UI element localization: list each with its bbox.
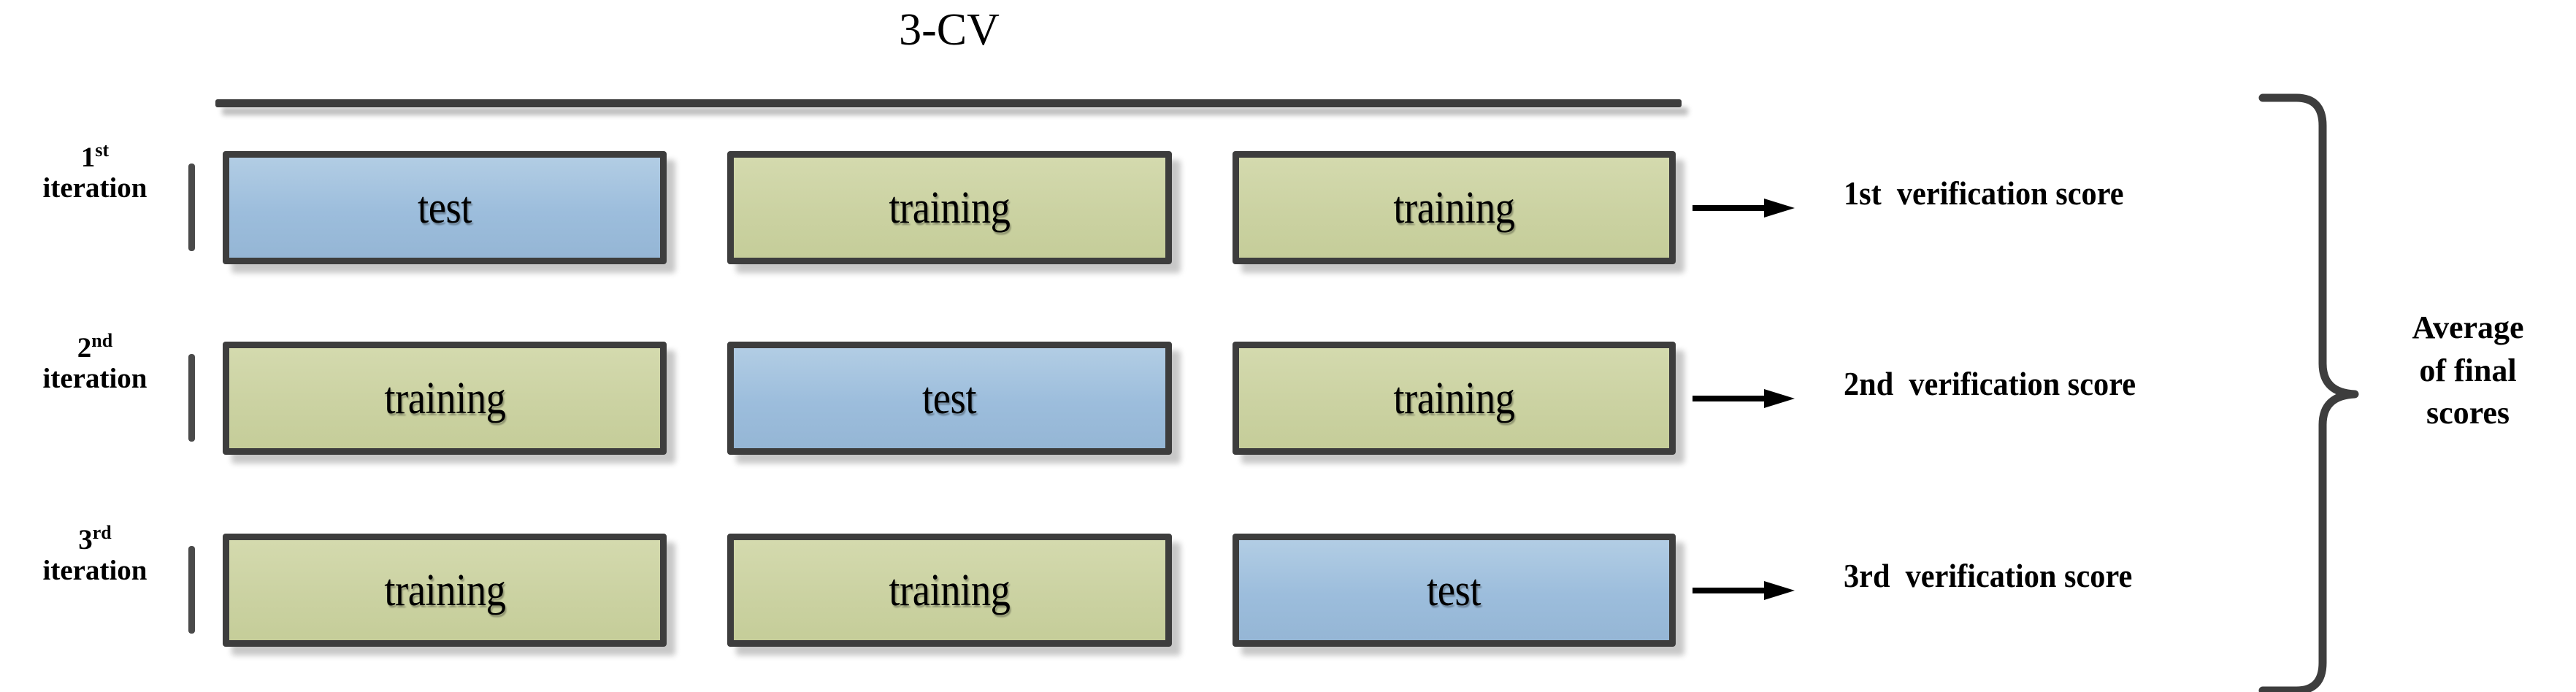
fold-box-training[interactable]: training xyxy=(727,151,1172,264)
fold-box-label: training xyxy=(383,373,506,423)
arrow-right-icon xyxy=(1693,389,1795,408)
right-curly-brace-icon xyxy=(2253,88,2391,692)
fold-box-label: training xyxy=(889,565,1011,615)
iteration-ordinal-suffix: nd xyxy=(91,330,113,351)
iteration-number: 2 xyxy=(77,332,92,364)
average-line-2: of final xyxy=(2419,352,2517,388)
fold-box-label: training xyxy=(1393,182,1515,233)
page-title: 3-CV xyxy=(899,5,1000,55)
iteration-word: iteration xyxy=(42,554,147,586)
fold-box-training[interactable]: training xyxy=(223,342,667,455)
average-of-final-scores-label: Average of final scores xyxy=(2366,307,2570,435)
average-line-3: scores xyxy=(2426,395,2510,431)
iteration-word: iteration xyxy=(42,362,147,394)
arrow-head xyxy=(1764,581,1795,600)
arrow-head xyxy=(1764,389,1795,408)
fold-box-training[interactable]: training xyxy=(1233,151,1676,264)
row-divider-tick xyxy=(188,164,195,251)
fold-span-rule xyxy=(215,99,1682,107)
iteration-word: iteration xyxy=(42,172,147,204)
iteration-number: 1 xyxy=(80,142,96,173)
iteration-row: 2nd iteration training test training 2nd… xyxy=(0,331,2576,457)
verification-score-label: 1st verification score xyxy=(1844,174,2124,212)
fold-box-label: training xyxy=(1393,373,1515,423)
fold-box-label: training xyxy=(383,565,506,615)
fold-box-label: test xyxy=(1427,565,1481,615)
arrow-shaft xyxy=(1693,588,1768,593)
arrow-head xyxy=(1764,199,1795,218)
arrow-right-icon xyxy=(1693,199,1795,218)
fold-box-label: test xyxy=(922,373,977,423)
fold-box-training[interactable]: training xyxy=(223,534,667,647)
iteration-ordinal-suffix: st xyxy=(95,139,110,161)
iteration-row: 1st iteration test training training 1st… xyxy=(0,141,2576,266)
iteration-label: 1st iteration xyxy=(7,141,183,204)
fold-box-label: test xyxy=(417,182,472,233)
iteration-label: 3rd iteration xyxy=(7,523,183,586)
fold-box-test[interactable]: test xyxy=(1233,534,1676,647)
iteration-ordinal-suffix: rd xyxy=(92,522,112,543)
fold-box-training[interactable]: training xyxy=(727,534,1172,647)
average-line-1: Average xyxy=(2412,310,2524,345)
iteration-number: 3 xyxy=(78,524,93,555)
fold-box-test[interactable]: test xyxy=(727,342,1172,455)
arrow-shaft xyxy=(1693,205,1768,211)
verification-score-label: 3rd verification score xyxy=(1844,557,2133,594)
fold-box-training[interactable]: training xyxy=(1233,342,1676,455)
arrow-shaft xyxy=(1693,396,1768,401)
fold-box-label: training xyxy=(889,182,1011,233)
iteration-row: 3rd iteration training training test 3rd… xyxy=(0,523,2576,649)
fold-box-test[interactable]: test xyxy=(223,151,667,264)
row-divider-tick xyxy=(188,546,195,634)
verification-score-label: 2nd verification score xyxy=(1844,365,2136,402)
arrow-right-icon xyxy=(1693,581,1795,600)
row-divider-tick xyxy=(188,354,195,442)
iteration-label: 2nd iteration xyxy=(7,331,183,394)
